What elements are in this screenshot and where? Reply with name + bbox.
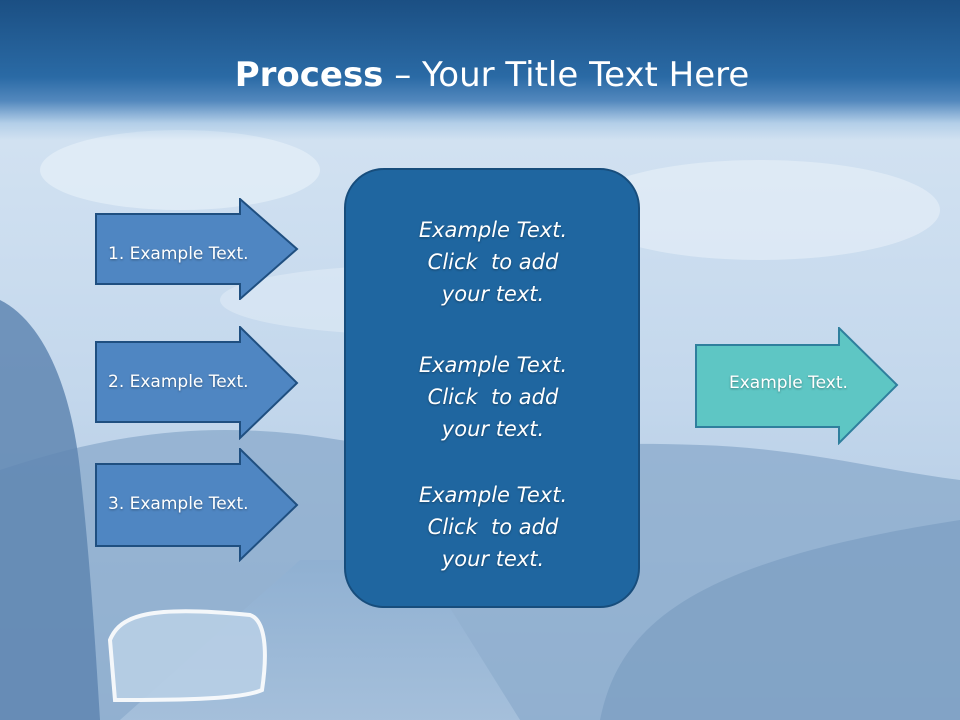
process-line: Click to add bbox=[427, 515, 559, 539]
process-line: Example Text. bbox=[418, 483, 568, 507]
process-text-1[interactable]: Example Text. Click to add your text. bbox=[346, 214, 640, 310]
process-box[interactable]: Example Text. Click to add your text. Ex… bbox=[344, 168, 640, 608]
process-line: Example Text. bbox=[418, 353, 568, 377]
process-line: Click to add bbox=[427, 385, 559, 409]
input-arrow-label: 1. Example Text. bbox=[108, 244, 249, 264]
output-arrow-label: Example Text. bbox=[729, 373, 848, 393]
process-text-2[interactable]: Example Text. Click to add your text. bbox=[346, 349, 640, 445]
arrow-shape bbox=[695, 327, 899, 445]
input-arrow-label: 3. Example Text. bbox=[108, 494, 249, 514]
title-rest: – Your Title Text Here bbox=[383, 55, 750, 95]
process-line: Example Text. bbox=[418, 218, 568, 242]
input-arrow-2[interactable]: 2. Example Text. bbox=[95, 326, 301, 440]
process-line: your text. bbox=[441, 417, 545, 441]
arrow-shape bbox=[95, 198, 299, 300]
process-line: your text. bbox=[441, 547, 545, 571]
process-text-3[interactable]: Example Text. Click to add your text. bbox=[346, 479, 640, 575]
arrow-shape bbox=[95, 448, 299, 562]
arrow-shape bbox=[95, 326, 299, 440]
process-line: Click to add bbox=[427, 250, 559, 274]
slide-title: Process – Your Title Text Here bbox=[0, 52, 960, 98]
input-arrow-1[interactable]: 1. Example Text. bbox=[95, 198, 301, 300]
output-arrow[interactable]: Example Text. bbox=[695, 327, 901, 445]
title-bold: Process bbox=[234, 55, 384, 95]
input-arrow-3[interactable]: 3. Example Text. bbox=[95, 448, 301, 562]
process-line: your text. bbox=[441, 282, 545, 306]
title-bar bbox=[0, 0, 960, 140]
input-arrow-label: 2. Example Text. bbox=[108, 372, 249, 392]
